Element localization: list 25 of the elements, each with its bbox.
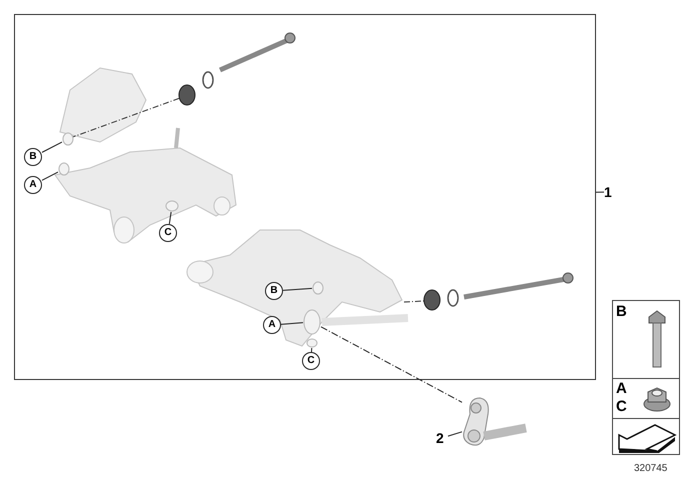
kit-frame	[14, 14, 596, 380]
fastener-letter: C	[616, 399, 627, 415]
bushing-drawing	[303, 309, 321, 335]
fastener-letter: A	[616, 381, 627, 397]
leader-line	[42, 172, 58, 181]
callout-letter: B	[24, 148, 42, 166]
callout-number: 2	[436, 430, 448, 446]
leader-line	[320, 326, 462, 403]
leader-line	[282, 288, 312, 291]
bushing-drawing	[58, 162, 70, 176]
callout-letter: A	[24, 176, 42, 194]
leader-line	[168, 212, 172, 224]
part-number: 320745	[634, 463, 668, 474]
leader-line	[42, 142, 62, 153]
leader-line	[311, 348, 312, 352]
leader-line	[448, 431, 462, 437]
bushing-drawing	[62, 132, 74, 146]
fastener-letter: B	[616, 304, 627, 320]
callout-letter: C	[159, 224, 177, 242]
leader-line	[280, 322, 304, 325]
bracket-drawing	[306, 338, 318, 348]
callout-letter: C	[302, 352, 320, 370]
callout-number: 1	[604, 184, 616, 200]
callout-letter: A	[263, 316, 281, 334]
leader-line	[596, 192, 604, 193]
